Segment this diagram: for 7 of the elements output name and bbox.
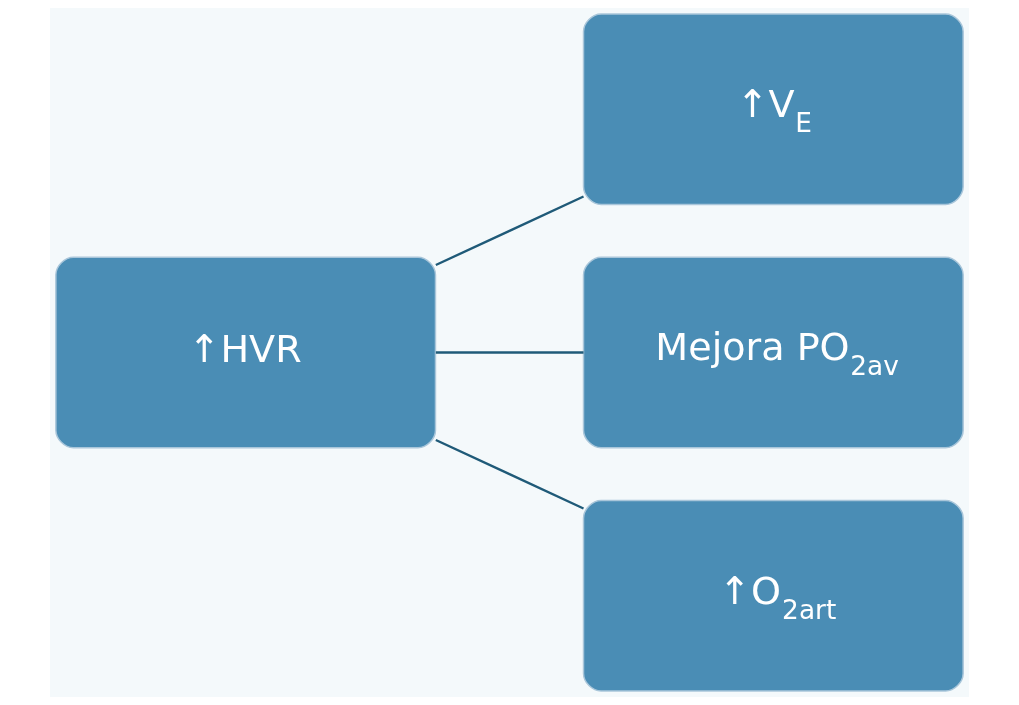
node-box: ↑HVR (55, 256, 437, 449)
node-box: ↑O$_{2art}$ (582, 499, 964, 692)
node-box: Mejora PO$_{2av}$ (582, 256, 964, 449)
node-box: ↑V$_{E}$ (582, 13, 964, 206)
connector (435, 351, 584, 354)
connector (435, 195, 584, 267)
connector (435, 438, 584, 510)
